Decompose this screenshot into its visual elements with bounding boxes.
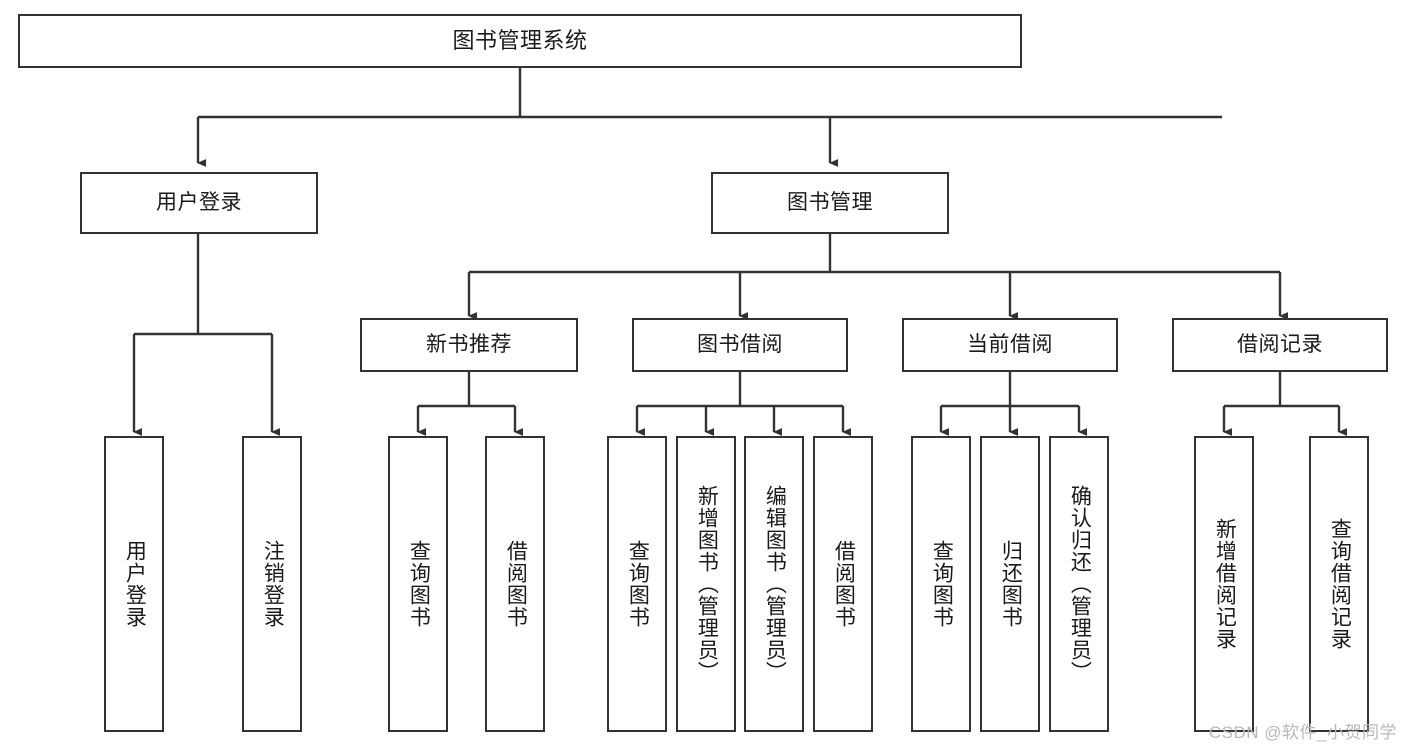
node-user-login[interactable]: 用户登录 [80, 172, 318, 234]
node-leaf-borrow-book-2[interactable]: 借阅图书 [813, 436, 873, 732]
node-label: 新增借阅记录 [1213, 518, 1237, 650]
node-leaf-add-record[interactable]: 新增借阅记录 [1194, 436, 1254, 732]
node-leaf-edit-book[interactable]: 编辑图书（管理员） [744, 436, 804, 732]
watermark-text: CSDN @软件_小贺同学 [1208, 723, 1397, 742]
node-leaf-logout[interactable]: 注销登录 [242, 436, 302, 732]
node-label: 查询图书 [930, 540, 954, 628]
node-leaf-borrow-book-1[interactable]: 借阅图书 [485, 436, 545, 732]
node-label: 归还图书 [999, 540, 1023, 628]
node-leaf-query-record[interactable]: 查询借阅记录 [1309, 436, 1369, 732]
node-label: 当前借阅 [967, 333, 1053, 357]
node-label: 查询借阅记录 [1328, 518, 1352, 650]
node-leaf-return-book[interactable]: 归还图书 [980, 436, 1040, 732]
node-leaf-query-book-1[interactable]: 查询图书 [388, 436, 448, 732]
node-leaf-add-book[interactable]: 新增图书（管理员） [676, 436, 736, 732]
node-root-book-management-system[interactable]: 图书管理系统 [18, 14, 1022, 68]
node-label: 借阅记录 [1237, 333, 1323, 357]
node-label: 编辑图书（管理员） [763, 485, 787, 683]
node-leaf-user-login[interactable]: 用户登录 [104, 436, 164, 732]
node-leaf-query-book-3[interactable]: 查询图书 [911, 436, 971, 732]
node-label: 新书推荐 [426, 333, 512, 357]
node-label: 借阅图书 [504, 540, 528, 628]
node-label: 用户登录 [123, 540, 147, 628]
node-label: 借阅图书 [832, 540, 856, 628]
node-label: 新增图书（管理员） [695, 485, 719, 683]
node-current-borrow[interactable]: 当前借阅 [902, 318, 1118, 372]
node-label: 注销登录 [261, 540, 285, 628]
node-leaf-confirm-return[interactable]: 确认归还（管理员） [1049, 436, 1109, 732]
node-label: 图书借阅 [697, 333, 783, 357]
node-label: 图书管理 [787, 191, 873, 215]
node-label: 确认归还（管理员） [1068, 485, 1092, 683]
node-book-borrow[interactable]: 图书借阅 [632, 318, 848, 372]
node-book-management[interactable]: 图书管理 [711, 172, 949, 234]
node-label: 查询图书 [407, 540, 431, 628]
node-leaf-query-book-2[interactable]: 查询图书 [607, 436, 667, 732]
node-borrow-record[interactable]: 借阅记录 [1172, 318, 1388, 372]
node-label: 图书管理系统 [452, 27, 588, 53]
node-new-book-recommend[interactable]: 新书推荐 [360, 318, 578, 372]
node-label: 查询图书 [626, 540, 650, 628]
node-label: 用户登录 [156, 191, 242, 215]
